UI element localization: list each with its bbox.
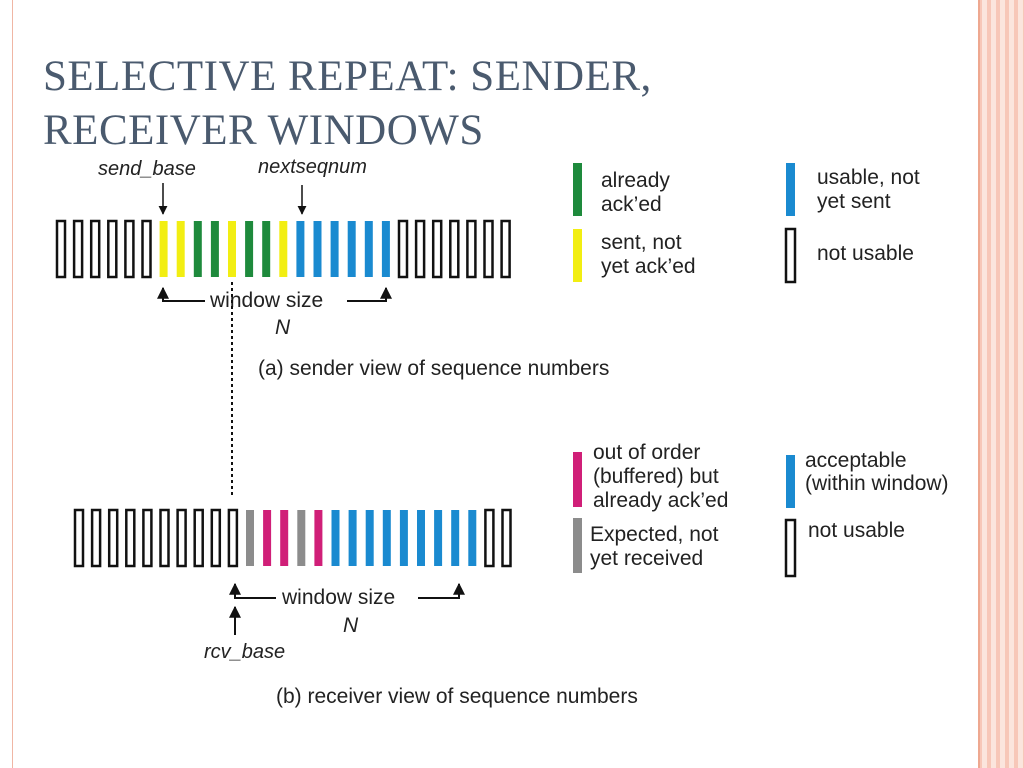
legend-swatch-out-of-order bbox=[573, 452, 582, 507]
sender-slot-sent-not-acked bbox=[176, 221, 185, 277]
sender-slot-not-usable bbox=[72, 219, 84, 279]
receiver-slot-out-of-order bbox=[314, 510, 323, 566]
legend-usable-line2: yet sent bbox=[817, 190, 891, 213]
legend-acceptable-line2: (within window) bbox=[805, 472, 949, 495]
legend-swatch-expected-not-received bbox=[573, 518, 582, 573]
receiver-slot-expected bbox=[246, 510, 254, 566]
legend-swatch-usable-not-yet-sent bbox=[786, 163, 795, 216]
receiver-slot-usable bbox=[451, 510, 460, 566]
sender-slot-not-usable bbox=[466, 219, 477, 279]
receiver-slot-not-usable bbox=[484, 508, 495, 568]
legend-already-acked-line2: ack’ed bbox=[601, 193, 662, 216]
legend-sent-not-acked-line1: sent, not bbox=[601, 231, 682, 254]
nextseqnum-label: nextseqnum bbox=[258, 156, 367, 178]
sender-slot-usable bbox=[330, 221, 339, 277]
sender-slot-not-usable bbox=[431, 219, 443, 279]
legend-out-of-order-line3: already ack’ed bbox=[593, 489, 728, 512]
sender-slot-not-usable bbox=[141, 219, 152, 279]
sender-sequence-slots bbox=[55, 219, 511, 279]
receiver-window-bracket-left bbox=[229, 582, 276, 599]
slide-left-border bbox=[0, 0, 13, 768]
rcv-base-label: rcv_base bbox=[204, 641, 285, 663]
receiver-slot-usable bbox=[365, 510, 374, 566]
receiver-slot-not-usable bbox=[210, 508, 222, 568]
sender-slot-acked bbox=[245, 221, 254, 277]
legend-swatch-sent-not-yet-acked bbox=[573, 229, 582, 282]
sender-caption: (a) sender view of sequence numbers bbox=[258, 357, 609, 380]
receiver-slot-usable bbox=[399, 510, 408, 566]
sender-window-bracket-left bbox=[157, 286, 205, 302]
legend-already-acked-line1: already bbox=[601, 169, 670, 192]
sender-slot-sent-not-acked bbox=[228, 221, 236, 277]
sender-slot-not-usable bbox=[483, 219, 494, 279]
sender-slot-not-usable bbox=[397, 219, 409, 279]
legend-swatch-not-usable-sender bbox=[784, 227, 797, 284]
legend-expected-line1: Expected, not bbox=[590, 523, 719, 546]
legend-out-of-order-line1: out of order bbox=[593, 441, 700, 464]
sender-n-label: N bbox=[275, 316, 291, 339]
receiver-slot-expected bbox=[297, 510, 306, 566]
send-base-label: send_base bbox=[98, 158, 196, 180]
sender-slot-acked bbox=[193, 221, 202, 277]
receiver-slot-out-of-order bbox=[280, 510, 289, 566]
receiver-sequence-slots bbox=[73, 508, 512, 568]
receiver-window-size-label: window size bbox=[281, 586, 395, 609]
receiver-slot-not-usable bbox=[125, 508, 136, 568]
receiver-slot-not-usable bbox=[142, 508, 153, 568]
sender-slot-not-usable bbox=[500, 219, 511, 279]
receiver-slot-not-usable bbox=[107, 508, 119, 568]
receiver-slot-usable bbox=[468, 510, 477, 566]
slide-title-line-1: SELECTIVE REPEAT: SENDER, bbox=[43, 53, 652, 100]
sender-slot-acked bbox=[262, 221, 271, 277]
sender-slot-usable bbox=[296, 221, 305, 277]
legend-expected-line2: yet received bbox=[590, 547, 703, 570]
receiver-slot-usable bbox=[382, 510, 391, 566]
receiver-slot-usable bbox=[348, 510, 357, 566]
receiver-slot-out-of-order bbox=[263, 510, 272, 566]
sender-slot-sent-not-acked bbox=[159, 221, 168, 277]
sender-slot-acked bbox=[210, 221, 219, 277]
slide-decorative-stripes bbox=[978, 0, 1024, 768]
sender-slot-not-usable bbox=[124, 219, 135, 279]
receiver-slot-not-usable bbox=[193, 508, 204, 568]
legend-swatch-already-acked bbox=[573, 163, 582, 216]
receiver-slot-not-usable bbox=[501, 508, 512, 568]
legend-out-of-order-line2: (buffered) but bbox=[593, 465, 719, 488]
legend-swatch-acceptable bbox=[786, 455, 795, 508]
sender-slot-usable bbox=[313, 221, 322, 277]
sender-slot-not-usable bbox=[89, 219, 101, 279]
sender-slot-not-usable bbox=[414, 219, 426, 279]
receiver-caption: (b) receiver view of sequence numbers bbox=[276, 685, 638, 708]
sender-slot-usable bbox=[381, 221, 390, 277]
sender-slot-not-usable bbox=[55, 219, 67, 279]
sender-slot-sent-not-acked bbox=[279, 221, 288, 277]
sender-slot-usable bbox=[364, 221, 373, 277]
receiver-slot-not-usable bbox=[159, 508, 170, 568]
legend-not-usable-sender: not usable bbox=[817, 242, 914, 265]
receiver-slot-not-usable bbox=[90, 508, 102, 568]
receiver-slot-not-usable bbox=[227, 508, 239, 568]
legend-sent-not-acked-line2: yet ack’ed bbox=[601, 255, 696, 278]
receiver-window-bracket-right bbox=[418, 582, 465, 599]
receiver-n-label: N bbox=[343, 614, 359, 637]
legend-usable-line1: usable, not bbox=[817, 166, 920, 189]
sender-slot-not-usable bbox=[107, 219, 118, 279]
sender-slot-not-usable bbox=[449, 219, 460, 279]
slide-title: SELECTIVE REPEAT: SENDER, RECEIVER WINDO… bbox=[43, 50, 943, 158]
receiver-slot-not-usable bbox=[73, 508, 85, 568]
sender-window-bracket-right bbox=[347, 286, 392, 302]
sender-slot-usable bbox=[347, 221, 356, 277]
legend-not-usable-receiver: not usable bbox=[808, 519, 905, 542]
slide-title-line-2: RECEIVER WINDOWS bbox=[43, 107, 484, 154]
legend-swatch-not-usable-receiver bbox=[784, 518, 797, 578]
receiver-slot-usable bbox=[434, 510, 443, 566]
legend-acceptable-line1: acceptable bbox=[805, 449, 907, 472]
sender-window-size-label: window size bbox=[209, 289, 323, 312]
receiver-slot-usable bbox=[331, 510, 340, 566]
receiver-slot-not-usable bbox=[176, 508, 187, 568]
receiver-slot-usable bbox=[417, 510, 425, 566]
